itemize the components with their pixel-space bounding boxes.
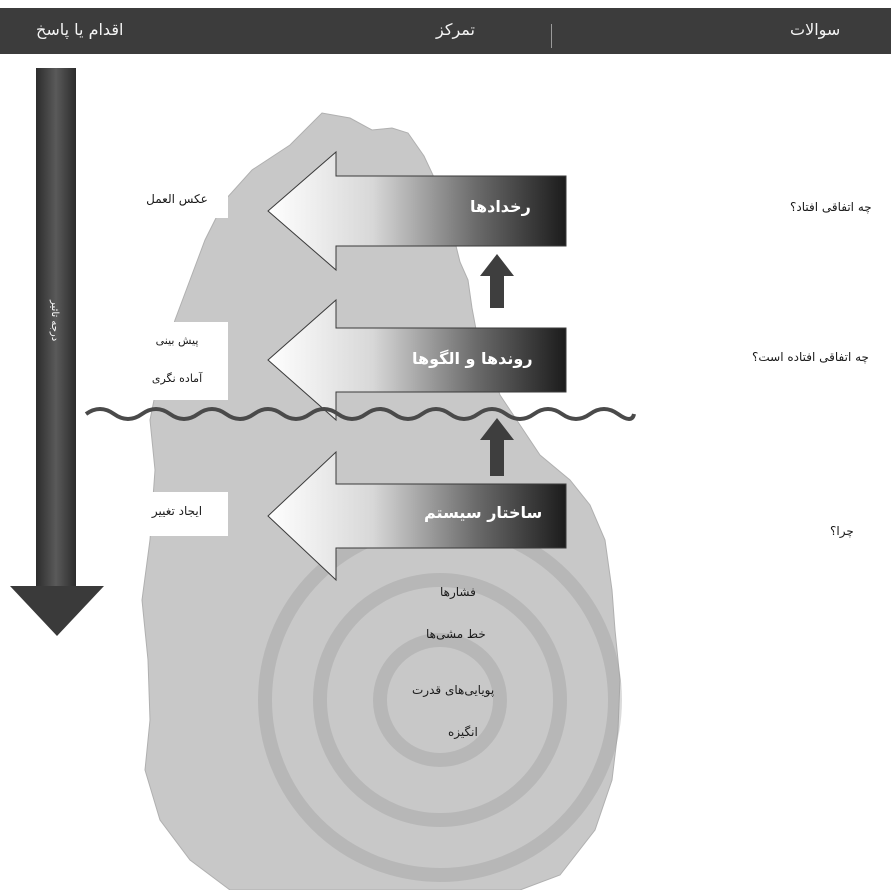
deep-factor-motivation: انگیزه [448,725,478,739]
influence-degree-label: درجه تاثیر [49,300,60,342]
watermark-rosette [258,518,622,882]
arrow-events [267,150,567,272]
deep-factor-power-dynamics: پویایی‌های قدرت [412,683,495,697]
action-foresight-line1: پیش بینی [155,334,199,347]
action-box-reaction [128,182,228,218]
action-change: ایجاد تغییر [151,504,203,518]
header-focus-label: تمرکز [436,20,475,39]
deep-factor-policies: خط مشی‌ها [426,627,486,641]
action-foresight-line2: آماده نگری [151,372,203,385]
action-box-foresight [128,322,228,400]
header-questions-label: سوالات [790,20,841,39]
action-box-change [128,492,228,536]
deep-factor-pressures: فشارها [440,585,476,599]
focus-trends-label: روندها و الگوها [412,349,533,368]
action-reaction: عکس العمل [146,192,208,206]
focus-structure-label: ساختار سیستم [424,503,543,522]
arrow-trends [267,298,567,422]
focus-events-label: رخدادها [470,197,531,216]
up-arrow-2 [480,418,514,476]
question-what-has-been-happening: چه اتفاقی افتاده است؟ [752,350,869,364]
header-separator [551,24,552,48]
influence-degree-arrow [10,68,104,636]
question-what-happened: چه اتفاقی افتاد؟ [790,200,872,214]
header-action-label: اقدام یا پاسخ [36,20,124,39]
arrow-structure [267,450,567,582]
up-arrow-1 [480,254,514,308]
question-why: چرا؟ [830,524,854,538]
waterline [84,407,636,421]
header-bar: اقدام یا پاسخ تمرکز سوالات [0,8,891,54]
